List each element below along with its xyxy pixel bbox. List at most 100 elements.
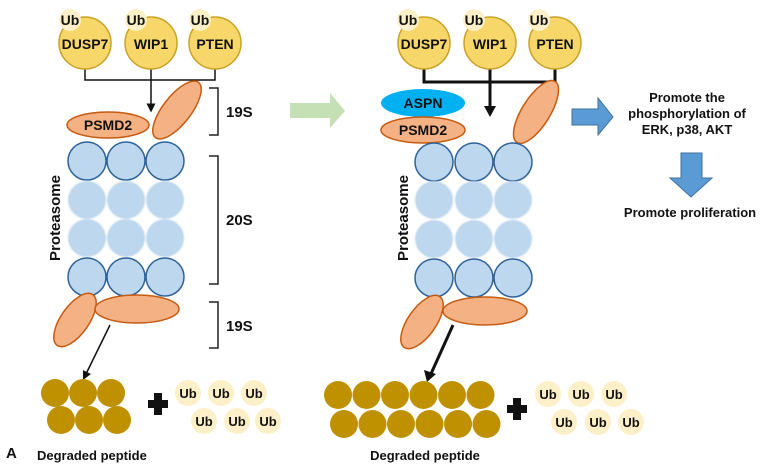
left-19s-base-right [94,294,180,324]
right-aspn [381,89,465,117]
right-connector [422,68,557,108]
right-degradation-arrow [428,324,455,377]
ubiquitin-circle [208,380,234,406]
ubiquitin-label: Ub [179,386,196,401]
right-19s-base-left [400,294,444,350]
peptide-bead [103,406,131,434]
psmd2-label: PSMD2 [84,117,132,133]
ubiquitin-label: Ub [539,387,556,402]
protein-label: WIP1 [134,36,168,52]
right-psmd2 [380,116,466,144]
left-protein-dusp7: Ub DUSP7 [58,9,112,70]
peptide-bead [472,410,501,438]
left-degraded-peptide-label: Degraded peptide [37,448,147,463]
outcome-arrow-down-icon [668,152,714,198]
peptide-bead [47,406,75,434]
plus-icon [148,393,168,415]
peptide-bead [330,410,358,438]
ub-tag: Ub [127,12,146,28]
outcome-arrow-right-icon [571,96,614,137]
right-protein-pten: Ub PTEN [528,9,582,70]
right-degraded-peptide-label: Degraded peptide [370,448,480,463]
left-connector [84,68,216,113]
ub-tag: Ub [530,12,549,28]
peptide-bead [444,410,472,438]
right-degradation-arrowhead [424,370,436,382]
ubiquitin-circle [191,408,217,434]
left-20s-core [67,141,185,297]
ubiquitin-circle [618,409,644,435]
bracket-20s: 20S [226,212,253,229]
ubiquitin-label: Ub [605,387,622,402]
ubiquitin-label: Ub [212,386,229,401]
proteasome-label: Proteasome [395,175,412,261]
plus-icon [507,398,527,420]
right-degraded-peptides [324,381,501,438]
ubiquitin-label: Ub [555,415,572,430]
peptide-bead [69,379,97,407]
left-protein-pten: Ub PTEN [188,9,242,70]
peptide-bead [466,381,495,409]
ubiquitin-label: Ub [622,415,639,430]
peptide-bead [415,410,444,438]
aspn-label: ASPN [404,95,443,111]
right-connector-arrowhead [484,106,496,117]
peptide-bead [387,410,415,438]
ub-tag: Ub [61,12,80,28]
proteasome-label: Proteasome [47,175,64,261]
ubiquitin-circle [241,380,267,406]
ubiquitin-circle [568,381,594,407]
ubiquitin-circle [601,381,627,407]
peptide-bead [358,410,387,438]
bracket-19s-top: 19S [226,104,253,121]
peptide-bead [324,381,352,409]
ubiquitin-label: Ub [589,415,606,430]
ubiquitin-label: Ub [259,414,276,429]
left-degraded-peptides [41,379,131,434]
right-19s-lid-ellipse [512,79,560,145]
peptide-bead [41,379,69,407]
outcome-line-2: phosphorylation of [628,106,746,121]
left-protein-wip1: Ub WIP1 [124,9,178,70]
right-20s-core [414,142,533,298]
ubiquitin-label: Ub [245,386,262,401]
right-19s-base-right [442,296,528,326]
left-19s-lid-ellipse [152,80,202,140]
right-protein-wip1: Ub WIP1 [463,9,517,70]
ubiquitin-circle [224,408,250,434]
left-19s-base-left [53,292,97,348]
peptide-bead [381,381,409,409]
peptide-bead [97,379,125,407]
psmd2-label: PSMD2 [399,122,447,138]
outcome-line-1: Promote the [649,90,725,105]
ub-tag: Ub [465,12,484,28]
ubiquitin-circle [535,381,561,407]
right-protein-dusp7: Ub DUSP7 [397,9,451,70]
ub-tag: Ub [399,12,418,28]
ub-tag: Ub [191,12,210,28]
peptide-bead [352,381,381,409]
left-psmd2 [66,111,150,139]
ubiquitin-circle [175,380,201,406]
ubiquitin-label: Ub [228,414,245,429]
protein-label: PTEN [536,36,573,52]
protein-label: DUSP7 [401,36,448,52]
peptide-bead [438,381,466,409]
ubiquitin-circle [585,409,611,435]
left-panel: Ub DUSP7 Ub WIP1 Ub PTEN PSMD2 [6,9,281,463]
ubiquitin-circle [255,408,281,434]
peptide-bead [409,381,438,409]
peptide-bead [75,406,103,434]
protein-label: DUSP7 [62,36,109,52]
bracket-19s-bottom: 19S [226,318,253,335]
ubiquitin-circle [551,409,577,435]
ubiquitin-label: Ub [195,414,212,429]
outcome-line-3: ERK, p38, AKT [642,122,733,137]
ubiquitin-label: Ub [572,387,589,402]
outcome-proliferation: Promote proliferation [624,205,756,220]
right-panel: Ub DUSP7 Ub WIP1 Ub PTEN ASPN PSMD2 [324,9,644,463]
panel-label: A [6,445,17,462]
